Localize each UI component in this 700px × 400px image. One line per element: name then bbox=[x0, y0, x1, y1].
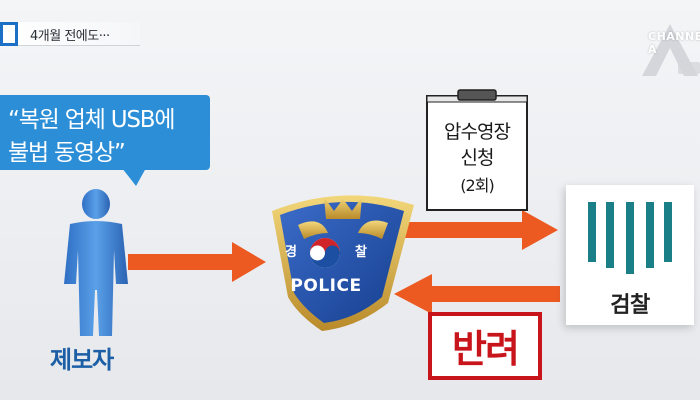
prosecution-label: 검찰 bbox=[610, 293, 650, 318]
rejection-stamp bbox=[428, 312, 542, 380]
speech-bubble-line-1: “복원 업체 USB에 bbox=[8, 107, 176, 133]
caption-bar bbox=[0, 22, 140, 46]
badge-char-right: 찰 bbox=[355, 245, 367, 260]
rejection-label: 반려 bbox=[452, 327, 520, 371]
caption-text: 4개월 전에도··· bbox=[30, 29, 110, 44]
prosecution-emblem-icon bbox=[588, 202, 672, 274]
informant-label: 제보자 bbox=[50, 346, 114, 374]
arrow-left-icon bbox=[394, 274, 560, 314]
request-count: (2회) bbox=[460, 176, 494, 195]
arrow-right-icon bbox=[128, 242, 266, 282]
speech-bubble bbox=[0, 95, 210, 170]
police-badge-icon bbox=[272, 195, 414, 331]
logo-text: CHANNEL A bbox=[648, 30, 700, 56]
request-line-1: 압수영장 bbox=[444, 121, 511, 143]
channel-a-logo bbox=[642, 24, 700, 76]
badge-char-left: 경 bbox=[285, 245, 297, 260]
badge-police-text: POLICE bbox=[290, 276, 362, 296]
speech-bubble-line-2: 불법 동영상” bbox=[8, 140, 126, 166]
clipboard-icon bbox=[426, 89, 528, 211]
speech-bubble-tail bbox=[122, 168, 146, 186]
person-icon bbox=[64, 189, 128, 336]
request-line-2: 신청 bbox=[460, 147, 495, 169]
caption-marker bbox=[0, 22, 18, 46]
arrow-right-icon bbox=[400, 210, 558, 250]
